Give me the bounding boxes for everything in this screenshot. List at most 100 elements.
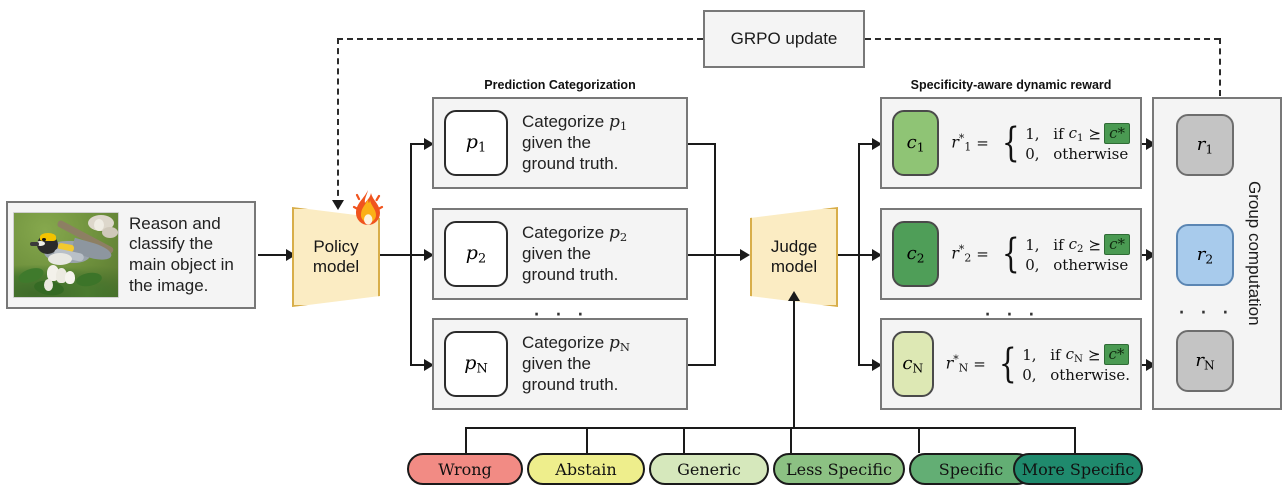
judge-model-label: Judge model: [770, 236, 818, 276]
arrowhead-rewardn-to-group: [1146, 359, 1156, 371]
legend-bus-horizontal: [465, 427, 1075, 429]
legend-label-wrong: Wrong: [438, 459, 492, 479]
category-chip-1: c1: [892, 110, 940, 176]
reward-chip-1: r1: [1176, 114, 1234, 176]
category-chip-n: cN: [892, 331, 934, 397]
grpo-dashed-line-down-left: [337, 38, 339, 206]
equals-sign-2: =: [976, 245, 989, 263]
grpo-dashed-line-left: [337, 38, 703, 40]
reward-box-1: c1 r*1 = { 1, if c1 ⪰ c* 0, otherwise: [880, 97, 1142, 189]
reward-box-2: c2 r*2 = { 1, if c2 ⪰ c* 0, otherwise: [880, 208, 1142, 300]
prediction-box-2: p2 Categorize p2 given the ground truth.: [432, 208, 688, 300]
section-caption-reward: Specificity-aware dynamic reward: [910, 78, 1112, 92]
arrowhead-reward2-to-group: [1146, 249, 1156, 261]
equals-sign-1: =: [976, 134, 989, 152]
grpo-update-box[interactable]: GRPO update: [703, 10, 865, 68]
arrowhead-input-to-policy: [286, 249, 296, 261]
branch-to-c1: [858, 143, 876, 145]
grpo-dashed-line-right: [865, 38, 1220, 40]
prediction-token-n: pN: [464, 351, 488, 377]
category-token-n: cN: [902, 352, 924, 376]
prediction-text-n: Categorize pN given the ground truth.: [522, 332, 630, 394]
merge-from-p2: [688, 254, 716, 256]
branch-to-p2: [410, 254, 428, 256]
legend-stub-less-specific: [790, 427, 792, 453]
reward-formula-1: r*1 = { 1, if c1 ⪰ c* 0, otherwise: [951, 123, 1130, 163]
prediction-text-2: Categorize p2 given the ground truth.: [522, 222, 628, 284]
legend-stub-abstain: [586, 427, 588, 453]
section-caption-prediction: Prediction Categorization: [484, 78, 636, 92]
reward-symbol-2: r*2: [951, 243, 972, 265]
arrowhead-to-pN: [424, 359, 434, 371]
legend-pill-abstain[interactable]: Abstain: [527, 453, 645, 485]
reward-case-true-1: 1, if c1 ⪰ c*: [1025, 123, 1130, 144]
merge-from-p1: [688, 143, 716, 145]
legend-label-specific: Specific: [938, 459, 1004, 479]
legend-pill-more-specific[interactable]: More Specific: [1013, 453, 1143, 485]
policy-output-line: [380, 254, 412, 256]
arrowhead-to-p2: [424, 249, 434, 261]
reward-case-false-n: 0, otherwise.: [1022, 365, 1130, 384]
arrowhead-to-judge: [740, 249, 750, 261]
arrowhead-to-c2: [872, 249, 882, 261]
prediction-token-chip-n: pN: [444, 331, 508, 397]
legend-pill-generic[interactable]: Generic: [649, 453, 769, 485]
reward-box-n: cN r*N = { 1, if cN ⪰ c* 0, otherwise.: [880, 318, 1142, 410]
target-category-badge-2: c*: [1104, 234, 1130, 255]
reward-chip-n: rN: [1176, 330, 1234, 392]
judge-output-line: [838, 254, 860, 256]
group-computation-label: Group computation: [1245, 181, 1264, 326]
prediction-token-chip-2: p2: [444, 221, 508, 287]
category-token-1: c1: [906, 131, 925, 155]
category-chip-2: c2: [892, 221, 940, 287]
legend-pill-less-specific[interactable]: Less Specific: [773, 453, 905, 485]
legend-stub-specific: [918, 427, 920, 453]
group-ellipsis: · · ·: [1177, 295, 1233, 325]
line-to-judge: [714, 254, 742, 256]
legend-label-more-specific: More Specific: [1021, 459, 1135, 479]
reward-case-true-n: 1, if cN ⪰ c*: [1022, 344, 1130, 365]
arrowhead-legend-to-judge: [788, 291, 800, 301]
merge-from-pN: [688, 364, 716, 366]
reward-formula-n: r*N = { 1, if cN ⪰ c* 0, otherwise.: [946, 344, 1130, 384]
branch-to-cN: [858, 364, 876, 366]
flame-icon: [351, 189, 385, 229]
legend-pill-wrong[interactable]: Wrong: [407, 453, 523, 485]
reward-symbol-1: r*1: [951, 132, 972, 154]
arrowhead-to-p1: [424, 138, 434, 150]
reward-token-2: r2: [1196, 243, 1214, 267]
grpo-update-label: GRPO update: [730, 29, 838, 48]
prediction-token-1: p1: [465, 130, 487, 156]
legend-bus-stub: [793, 300, 795, 428]
arrowhead-to-cN: [872, 359, 882, 371]
reward-chip-2: r2: [1176, 224, 1234, 286]
prediction-token-2: p2: [465, 241, 487, 267]
prediction-token-chip-1: p1: [444, 110, 508, 176]
reward-token-n: rN: [1195, 349, 1215, 373]
case-brace-2: {: [1001, 231, 1020, 277]
branch-to-pN: [410, 364, 428, 366]
target-category-badge-1: c*: [1104, 123, 1130, 144]
reward-formula-2: r*2 = { 1, if c2 ⪰ c* 0, otherwise: [951, 234, 1130, 274]
prediction-box-1: p1 Categorize p1 given the ground truth.: [432, 97, 688, 189]
reward-token-1: r1: [1196, 133, 1214, 157]
legend-stub-generic: [683, 427, 685, 453]
legend-stub-more-specific: [1074, 427, 1076, 453]
input-image: [13, 212, 119, 298]
input-prompt-text: Reason and classify the main object in t…: [129, 213, 234, 295]
reward-case-false-2: 0, otherwise: [1025, 255, 1129, 274]
legend-label-abstain: Abstain: [555, 459, 617, 479]
legend-label-less-specific: Less Specific: [786, 459, 892, 479]
prediction-box-n: pN Categorize pN given the ground truth.: [432, 318, 688, 410]
branch-to-c2: [858, 254, 876, 256]
legend-stub-wrong: [465, 427, 467, 453]
policy-model-label: Policy model: [312, 236, 360, 276]
prediction-text-1: Categorize p1 given the ground truth.: [522, 111, 628, 173]
equals-sign-n: =: [973, 355, 986, 373]
branch-to-p1: [410, 143, 428, 145]
arrowhead-to-c1: [872, 138, 882, 150]
grpo-arrowhead-policy: [332, 200, 344, 210]
legend-pill-specific[interactable]: Specific: [909, 453, 1033, 485]
category-token-2: c2: [906, 242, 925, 266]
